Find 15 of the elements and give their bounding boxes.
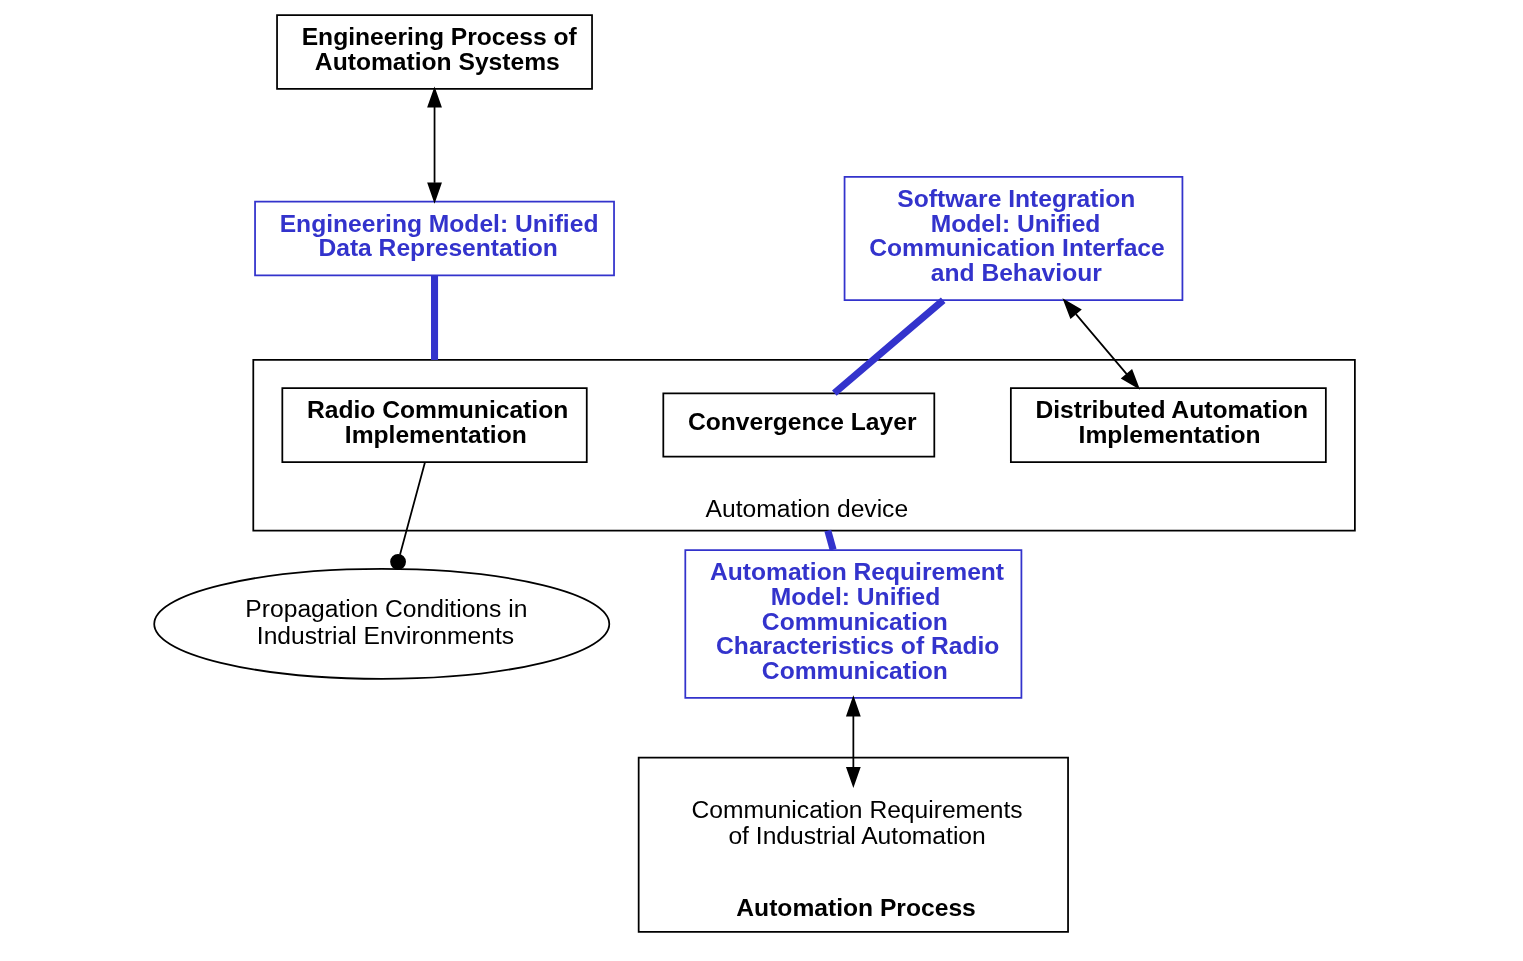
arrow xyxy=(845,695,861,789)
node-box: Engineering Process of Automation Systems xyxy=(276,14,593,90)
node-text: Communication Requirements of Industrial Automation xyxy=(691,795,1023,850)
node-box: Software Integration Model: Unified Communication Interface and Behaviour xyxy=(843,176,1184,301)
node-box: Convergence Layer xyxy=(662,392,936,458)
arrow xyxy=(427,86,442,204)
node-box: Distributed Automation Implementation xyxy=(1009,387,1327,463)
node-ellipse: Propagation Conditions in Industrial Environments xyxy=(153,568,611,680)
node-box: Engineering Model: Unified Data Representation xyxy=(254,200,615,277)
connector xyxy=(832,297,946,396)
node-box: Automation Requirement Model: Unified Communication Characteristics of Radio Communication xyxy=(684,549,1023,699)
arrow xyxy=(1062,298,1141,390)
node-box: Radio Communication Implementation xyxy=(281,387,588,463)
connector xyxy=(390,461,426,570)
connector xyxy=(824,529,837,551)
